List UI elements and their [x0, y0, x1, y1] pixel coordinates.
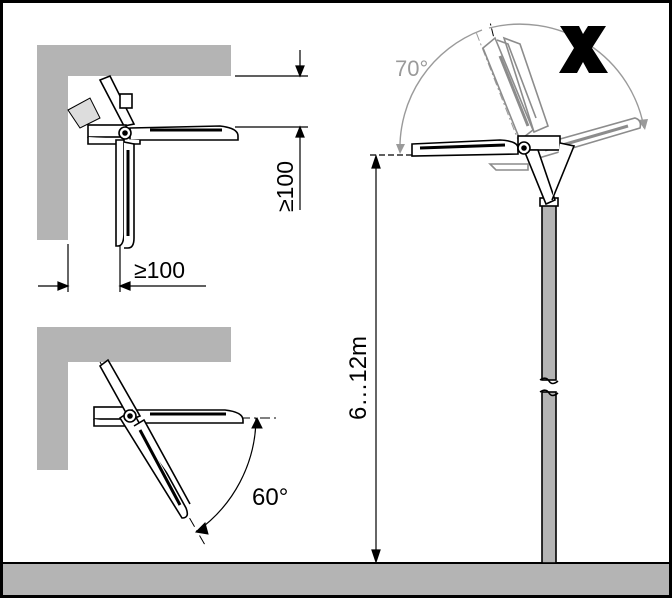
pole — [539, 197, 559, 564]
luminaire-ghost-up — [482, 36, 549, 142]
x-mark-icon — [559, 26, 608, 73]
max-tilt-angle-label: 70° — [395, 56, 428, 81]
wall-corner-top — [37, 45, 231, 240]
luminaire-vertical-top — [115, 139, 135, 249]
clearance-top-label: ≥100 — [272, 161, 298, 212]
ground — [3, 562, 669, 595]
tilt-guides — [99, 361, 280, 546]
luminaire-horizontal-top — [67, 74, 239, 145]
height-dimension — [370, 154, 412, 564]
tilt-angle-label: 60° — [252, 484, 288, 511]
mount-height-label: 6…12m — [345, 336, 372, 420]
clearance-side-label: ≥100 — [134, 257, 185, 283]
clearance-dimensions — [38, 50, 308, 292]
luminaire-tilted-bottom — [93, 358, 244, 519]
wall-corner-bottom — [37, 327, 231, 470]
luminaire-pole — [411, 135, 576, 206]
